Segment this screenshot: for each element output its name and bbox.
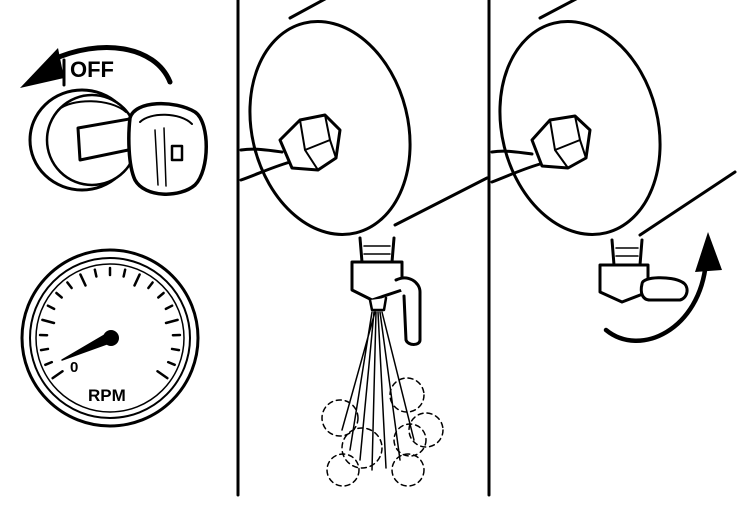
rotate-arrow-icon	[603, 259, 709, 343]
valve-lever-closed	[639, 276, 689, 302]
key-icon	[127, 101, 208, 196]
tachometer-tick	[164, 304, 174, 311]
fluid-spray	[341, 311, 415, 471]
drain-fitting	[610, 238, 644, 267]
fuel-line	[239, 147, 284, 154]
tachometer-inner-ring	[29, 257, 191, 419]
tachometer-tick	[170, 347, 181, 352]
tachometer-gauge: 0 RPM	[20, 248, 200, 428]
fluid-droplets	[321, 377, 444, 487]
tachometer-tick	[66, 281, 73, 290]
tachometer-tick	[157, 291, 165, 299]
tachometer-tick	[164, 318, 179, 325]
tachometer-unit-label: RPM	[88, 386, 126, 405]
drain-fitting	[358, 236, 396, 264]
ignition-off-label: OFF	[70, 57, 114, 82]
tachometer-tick	[39, 347, 50, 352]
tank-body	[538, 0, 737, 237]
tachometer-ticks	[38, 266, 182, 380]
needle-hub	[103, 330, 119, 346]
tachometer-zero-label: 0	[70, 359, 78, 376]
tachometer-tick	[46, 304, 56, 311]
turn-arrow-head-icon	[20, 48, 64, 88]
drain-valve	[350, 260, 404, 302]
tachometer-tick	[156, 370, 169, 380]
tachometer-tick	[79, 273, 87, 287]
fitting-nut	[530, 114, 592, 170]
tachometer-tick	[51, 370, 64, 380]
tachometer-tick	[44, 360, 54, 367]
valve-lever-open	[394, 276, 422, 346]
fitting-nut	[278, 113, 342, 172]
tachometer-tick	[55, 291, 63, 299]
tank-drain-closed	[490, 0, 737, 343]
tachometer-tick	[147, 281, 154, 290]
tachometer-tick	[41, 318, 56, 325]
tachometer-tick	[93, 268, 98, 278]
turn-arrow-icon	[49, 45, 173, 85]
tank-drain-open	[239, 0, 489, 487]
tachometer-tick	[133, 273, 141, 287]
rotate-arrow-head-icon	[695, 232, 722, 272]
ignition-switch: OFF	[20, 45, 208, 196]
tachometer-tick	[166, 360, 176, 367]
tachometer-tick	[122, 268, 127, 278]
key-slot	[170, 144, 184, 162]
tank-body	[288, 0, 489, 227]
drain-valve	[598, 263, 650, 304]
fuel-line	[490, 149, 534, 156]
